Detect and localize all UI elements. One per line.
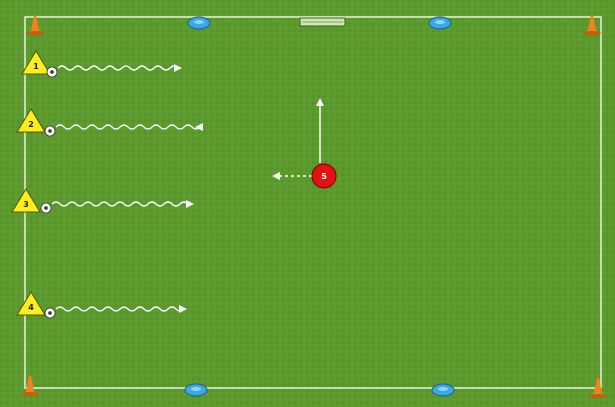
soccer-ball-icon: [45, 308, 55, 318]
soccer-ball-icon: [47, 67, 57, 77]
disc-marker-icon: [429, 17, 451, 29]
attacker-label: 3: [23, 200, 29, 209]
soccer-ball-icon: [41, 203, 51, 213]
defender-label: 5: [321, 172, 327, 181]
disc-marker-icon: [432, 384, 454, 396]
disc-marker-icon: [188, 17, 210, 29]
attacker-label: 4: [28, 303, 34, 312]
soccer-ball-icon: [45, 126, 55, 136]
disc-marker-icon: [185, 384, 207, 396]
attacker-label: 1: [33, 62, 39, 71]
defender-player: 5: [312, 164, 336, 188]
attacker-label: 2: [28, 120, 34, 129]
